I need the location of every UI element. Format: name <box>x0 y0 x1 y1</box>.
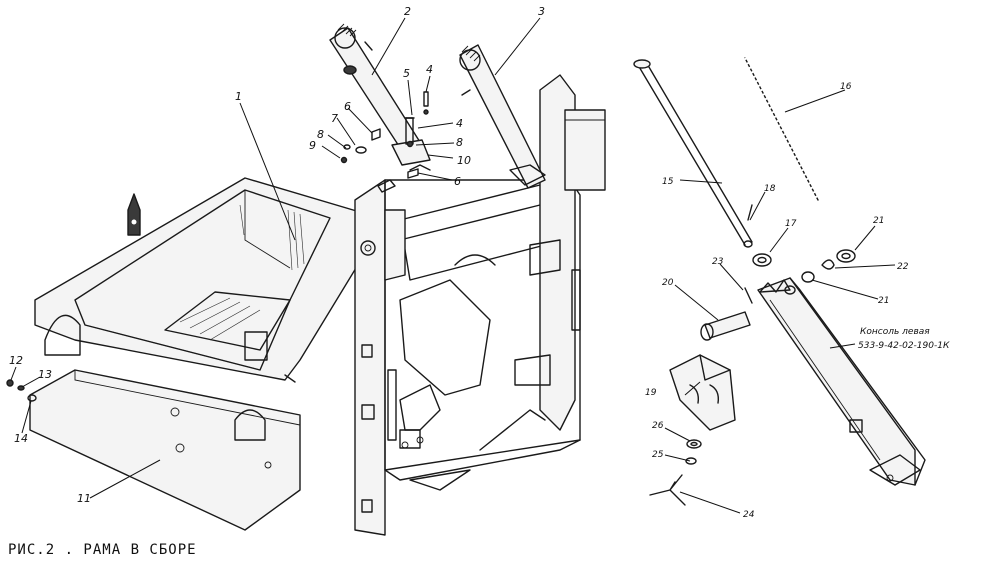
callout-6-upper: 6 <box>344 100 351 113</box>
callout-21-upper: 21 <box>873 216 884 226</box>
callout-4-lower: 4 <box>456 117 463 130</box>
callout-6-lower: 6 <box>454 175 461 188</box>
callout-22: 22 <box>897 262 909 272</box>
callout-18: 18 <box>764 184 776 194</box>
callout-7: 7 <box>331 112 338 125</box>
callout-16: 16 <box>840 82 852 92</box>
callout-17: 17 <box>785 219 797 229</box>
callout-26: 26 <box>652 421 664 431</box>
arm-part-3 <box>459 44 546 189</box>
callout-8-left: 8 <box>317 128 324 141</box>
callout-4-upper: 4 <box>426 63 433 76</box>
console-note-code: 533-9-42-02-190-1К <box>858 341 950 351</box>
callout-2: 2 <box>404 5 411 18</box>
callout-8-right: 8 <box>456 136 463 149</box>
console-note-title: Консоль левая <box>860 327 930 337</box>
callout-15: 15 <box>662 177 674 187</box>
rod-part-15 <box>633 59 753 248</box>
small-parts-24-26 <box>649 439 702 506</box>
callout-21-lower: 21 <box>878 296 889 306</box>
upright-cage-frame <box>354 74 606 536</box>
tub-frame-part-1 <box>34 177 371 383</box>
callout-24: 24 <box>743 510 755 520</box>
arm-part-2 <box>329 23 426 161</box>
fasteners-parts-12-14 <box>6 379 37 402</box>
callout-23: 23 <box>712 257 724 267</box>
callout-12: 12 <box>9 354 23 367</box>
callout-25: 25 <box>652 450 664 460</box>
small-parts-17-23 <box>744 204 856 304</box>
callout-10: 10 <box>457 154 471 167</box>
leader-lines <box>10 17 896 514</box>
callout-20: 20 <box>662 278 674 288</box>
bracket-part-19 <box>669 354 736 431</box>
left-console <box>757 277 926 486</box>
bracket-cluster-parts-4-10 <box>340 91 431 179</box>
callout-labels: 1 2 3 4 4 5 6 6 7 8 8 9 10 11 12 13 14 1… <box>9 5 950 520</box>
callout-5: 5 <box>403 67 410 80</box>
callout-9: 9 <box>309 139 316 152</box>
callout-11: 11 <box>77 492 91 505</box>
callout-14: 14 <box>14 432 28 445</box>
callout-19: 19 <box>645 388 657 398</box>
figure-caption: РИС.2 . РАМА В СБОРЕ <box>8 542 197 558</box>
callout-3: 3 <box>538 5 545 18</box>
base-plate-part-11 <box>29 369 301 531</box>
callout-13: 13 <box>38 368 52 381</box>
callout-1: 1 <box>235 90 242 103</box>
pin-part-20 <box>700 311 751 341</box>
spring-part-16 <box>744 57 819 201</box>
